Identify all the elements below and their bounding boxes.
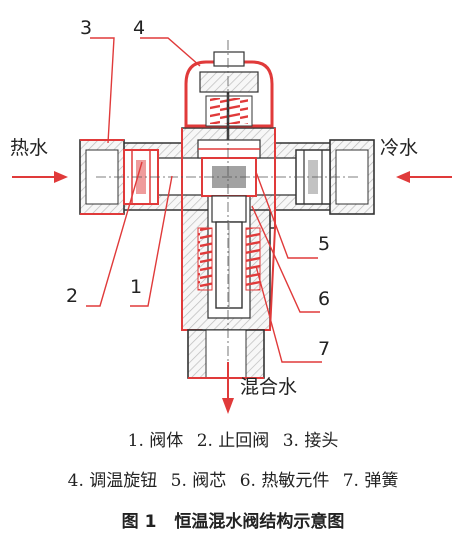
figure-number: 图 1: [121, 512, 157, 532]
leader-lines: [86, 37, 322, 363]
outlet-nozzle: [187, 329, 265, 379]
legend-item-3: 3. 接头: [282, 431, 339, 451]
legend-item-2: 2. 止回阀: [196, 431, 270, 451]
legend-item-5: 5. 阀芯: [170, 471, 227, 491]
callout-4: 4: [133, 17, 145, 39]
legend-row-1: 1. 阀体 2. 止回阀 3. 接头: [0, 426, 466, 451]
mixed-water-label: 混合水: [240, 376, 297, 398]
hot-water-arrow: [12, 171, 68, 183]
callout-3: 3: [80, 17, 92, 39]
callout-2: 2: [66, 285, 78, 307]
lower-spring: [197, 227, 261, 291]
legend-item-1: 1. 阀体: [127, 431, 184, 451]
figure-title: 恒温混水阀结构示意图: [174, 512, 345, 532]
mixed-water-arrow: [222, 362, 234, 414]
callout-7: 7: [318, 338, 330, 360]
legend-row-2: 4. 调温旋钮 5. 阀芯 6. 热敏元件 7. 弹簧: [0, 466, 466, 491]
legend-item-6: 6. 热敏元件: [239, 471, 330, 491]
cold-water-arrow: [396, 171, 452, 183]
center-lines: [96, 40, 360, 395]
valve-spool: [197, 139, 261, 197]
callout-5: 5: [318, 233, 330, 255]
legend-item-7: 7. 弹簧: [342, 471, 399, 491]
thermal-element: [211, 195, 247, 309]
figure-caption: 图 1 恒温混水阀结构示意图: [0, 507, 466, 532]
hot-water-label: 热水: [10, 137, 48, 159]
callout-6: 6: [318, 288, 330, 310]
knob-spring: [205, 92, 253, 160]
legend-item-4: 4. 调温旋钮: [67, 471, 158, 491]
cold-water-label: 冷水: [380, 137, 418, 159]
callout-1: 1: [130, 276, 142, 298]
